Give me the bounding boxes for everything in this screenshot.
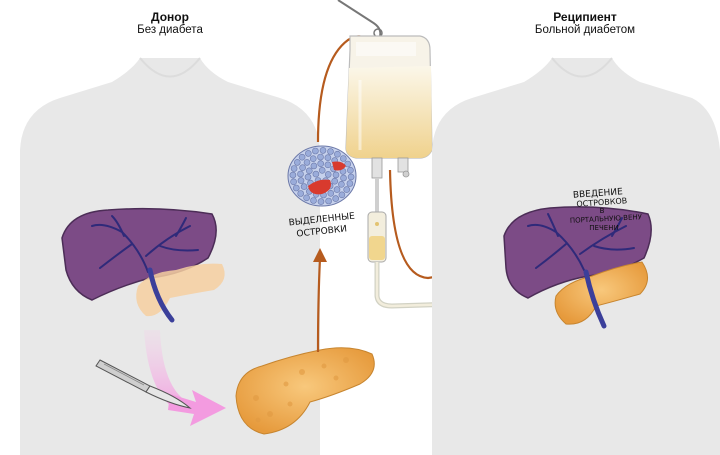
recipient-pancreas	[554, 261, 648, 325]
islet-cell	[319, 147, 327, 154]
islet-cell	[303, 159, 311, 166]
islet-cell	[304, 173, 312, 181]
islet-cell	[324, 154, 332, 161]
iv-bag-port-right	[397, 157, 409, 173]
pink-arrow-icon	[168, 390, 226, 426]
donor-pancreas	[136, 263, 225, 317]
islet-cell	[318, 167, 326, 174]
iv-bag-port-cap	[402, 170, 410, 178]
islet-cell	[324, 171, 332, 178]
donor-liver-vessels	[91, 215, 199, 273]
islet-cell	[303, 194, 310, 202]
donor-subtitle: Без диабета	[137, 24, 203, 36]
injection-label-line1: ВВЕДЕНИЕ	[573, 187, 624, 200]
recipient-liver-vessels	[527, 213, 635, 271]
islet-cell	[309, 155, 317, 162]
islet-cell	[338, 181, 345, 188]
islet-cell	[317, 198, 325, 205]
islet-cell	[305, 167, 313, 175]
recipient-header: Реципиент Больной диабетом	[500, 10, 670, 36]
islet-cell	[297, 190, 305, 197]
islet-cell	[292, 184, 300, 192]
islet-cell	[346, 180, 354, 187]
islet-cell	[293, 159, 301, 166]
islet-cell	[290, 178, 297, 186]
islet-cell	[300, 183, 308, 190]
islet-cell	[338, 191, 346, 199]
islet-cell	[310, 162, 318, 170]
islet-cell	[332, 195, 340, 202]
islet-cell	[289, 171, 297, 179]
islet-cell	[333, 186, 341, 193]
islet-cell	[299, 164, 306, 171]
islet-cell	[347, 166, 354, 174]
islet-cell	[317, 153, 324, 161]
iv-bag-port-left	[371, 157, 383, 179]
recipient-title: Реципиент	[553, 10, 617, 24]
drip-chamber	[367, 211, 387, 263]
injection-label-line2: ОСТРОВКОВ	[576, 196, 627, 209]
donor-header: Донор Без диабета	[90, 10, 250, 36]
islet-cell	[327, 190, 335, 197]
injection-label-line3: В	[600, 207, 605, 215]
islet-cell	[290, 165, 298, 172]
donor-portal-vein	[147, 267, 175, 323]
islet-cell	[343, 186, 351, 193]
islet-cell	[310, 197, 317, 204]
islet-cell	[297, 177, 305, 184]
islet-cell	[297, 170, 304, 178]
recipient-neck-shadow	[551, 57, 613, 78]
donor-neck-shadow	[139, 57, 201, 78]
islet-cell	[344, 160, 352, 168]
islet-cell	[312, 170, 320, 178]
iv-bag	[345, 35, 433, 159]
recipient-subtitle: Больной диабетом	[534, 24, 636, 36]
extracted-pancreas-texture	[253, 357, 349, 423]
recipient-portal-vein	[583, 269, 607, 329]
scalpel-icon	[95, 359, 192, 409]
islet-cell	[317, 160, 325, 167]
islet-cell	[332, 171, 340, 179]
islet-cell	[304, 150, 312, 157]
arrow-pancreas-to-islets	[316, 257, 322, 353]
arrow-head-icon	[313, 248, 327, 262]
injection-label-line4: ПОРТАЛЬНУЮ ВЕНУ	[570, 213, 643, 225]
islet-cell	[334, 150, 341, 158]
recipient-liver	[503, 206, 652, 299]
islet-cell	[347, 173, 355, 181]
donor-title: Донор	[151, 10, 189, 24]
islet-cell	[298, 153, 306, 161]
injection-label-line5: ПЕЧЕНИ	[589, 224, 618, 232]
islet-cell	[312, 147, 319, 155]
islet-cell	[340, 174, 347, 182]
islet-cell	[327, 148, 334, 155]
donor-extraction-path	[144, 330, 182, 410]
islet-cell	[325, 197, 332, 205]
islets-cluster	[287, 145, 357, 207]
islet-cell	[331, 177, 339, 185]
islet-cell	[339, 155, 347, 162]
islet-cell	[324, 161, 332, 169]
